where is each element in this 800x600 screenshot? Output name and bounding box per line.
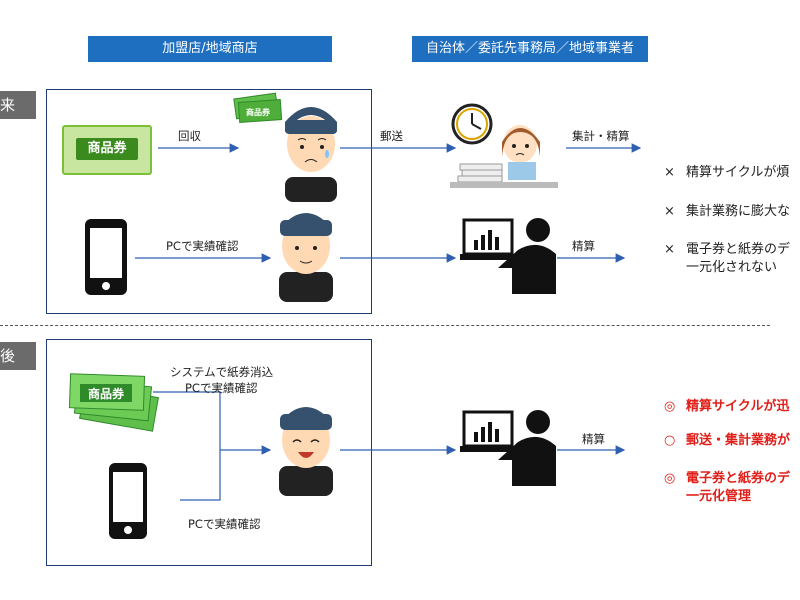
issue-item: × 精算サイクルが煩 (664, 164, 789, 182)
benefit-mark: ◎ (664, 471, 676, 486)
benefit-mark: ◎ (664, 399, 676, 414)
benefit-text: 精算サイクルが迅 (686, 399, 790, 414)
benefit-mark: ○ (664, 433, 676, 448)
coupon-ticket: 商品券 (62, 125, 152, 175)
section-divider (0, 325, 770, 326)
benefit-item: ◎ 精算サイクルが迅 (664, 398, 789, 416)
office-worker-icon (450, 103, 558, 188)
shopkeeper-happy-icon (279, 407, 333, 496)
label-settle-after: 精算 (582, 432, 605, 446)
svg-text:商品券: 商品券 (246, 107, 271, 117)
benefit-text-line2: 一元化管理 (686, 489, 752, 504)
before-tag: 来 (0, 91, 36, 119)
smartphone-icon (85, 219, 127, 295)
coupon-label: 商品券 (76, 138, 138, 160)
issue-mark: × (664, 204, 675, 219)
header-municipality: 自治体／委託先事務局／地域事業者 (412, 36, 648, 62)
benefit-text: 電子券と紙券のデ (686, 471, 791, 486)
after-tag: 後 (0, 342, 36, 370)
issue-item: × 集計業務に膨大な (664, 203, 790, 221)
issue-text: 電子券と紙券のデ (686, 242, 791, 257)
shopkeeper-neutral-icon (279, 213, 333, 302)
label-mail: 郵送 (380, 129, 403, 143)
benefit-text: 郵送・集計業務が (686, 433, 791, 448)
benefit-item: ◎ 電子券と紙券のデ 一元化管理 (664, 470, 790, 506)
system-note-line2: PCで実績確認 (185, 381, 258, 395)
coupon-bundle-icon (68, 373, 159, 432)
issue-mark: × (664, 242, 675, 257)
smartphone-icon (109, 463, 147, 539)
benefit-item: ○ 郵送・集計業務が (664, 432, 790, 450)
label-tally: 集計・精算 (572, 129, 630, 143)
issue-mark: × (664, 165, 675, 180)
issue-text: 精算サイクルが煩 (686, 165, 790, 180)
shopkeeper-sad-icon: 商品券 (233, 92, 337, 202)
issue-text: 集計業務に膨大な (686, 204, 791, 219)
pc-operator-icon (460, 218, 556, 294)
label-collect: 回収 (178, 129, 201, 143)
label-pc-check: PCで実績確認 (166, 239, 239, 253)
pc-operator-icon (460, 410, 556, 486)
coupon-label-after: 商品券 (87, 387, 124, 401)
header-store: 加盟店/地域商店 (88, 36, 332, 62)
issue-item: × 電子券と紙券のデ 一元化されない (664, 241, 790, 277)
issue-text-line2: 一元化されない (686, 260, 778, 275)
system-note-line1: システムで紙券消込 (170, 365, 274, 379)
label-settle: 精算 (572, 239, 595, 253)
label-pc-check-after: PCで実績確認 (188, 517, 261, 531)
